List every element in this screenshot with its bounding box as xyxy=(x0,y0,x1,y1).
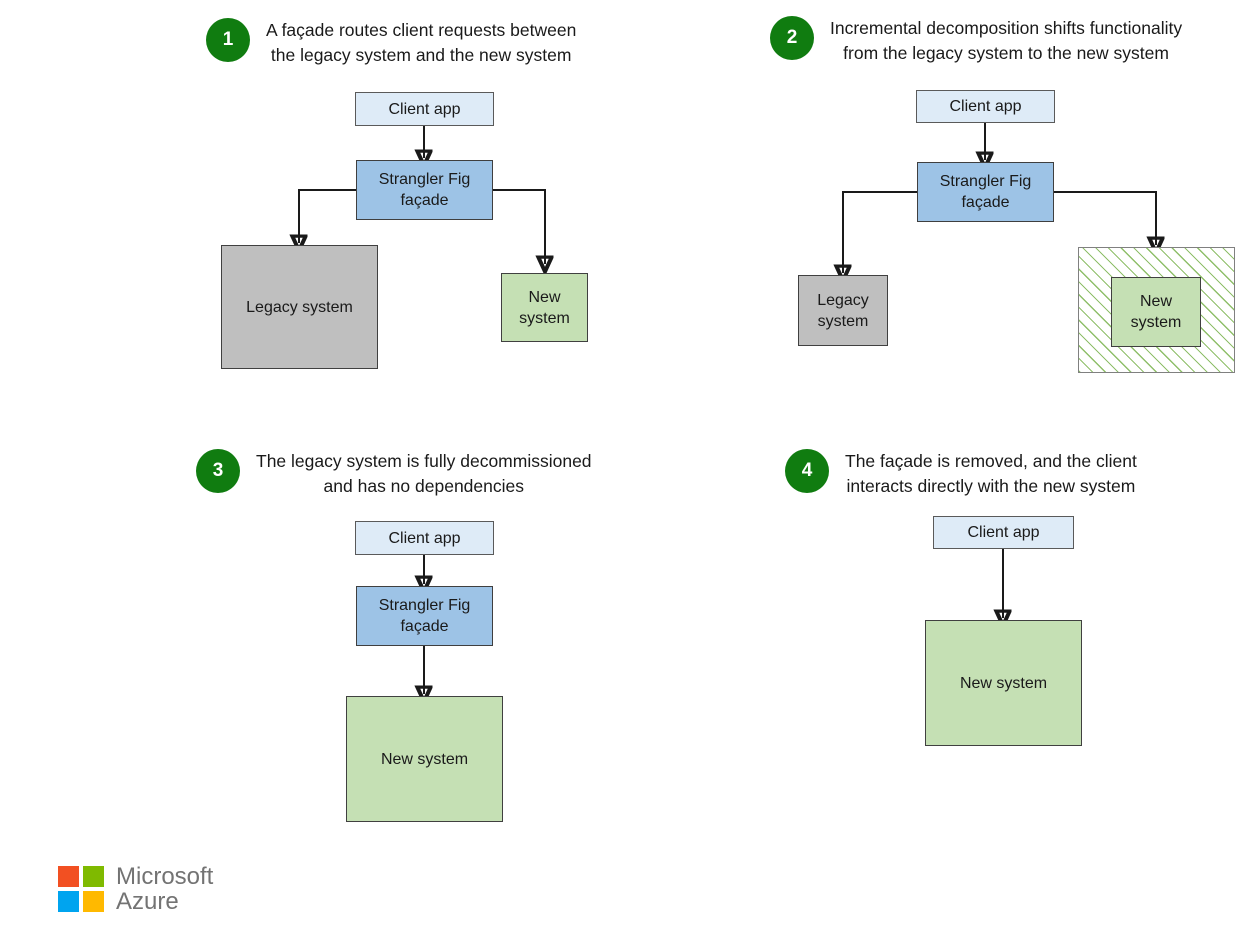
step-caption-3: The legacy system is fully decommissione… xyxy=(256,451,592,496)
node-client-app-3[interactable]: Client app xyxy=(355,521,494,555)
wire-q2-facade-to-legacy xyxy=(843,191,917,273)
logo-square-yellow xyxy=(83,891,104,912)
node-new-system-2[interactable]: New system xyxy=(1111,277,1201,347)
step-badge-1: 1 xyxy=(206,18,250,62)
step-header-1: 1 A façade routes client requests betwee… xyxy=(206,16,576,68)
node-facade-2[interactable]: Strangler Fig façade xyxy=(917,162,1054,222)
node-legacy-system-1[interactable]: Legacy system xyxy=(221,245,378,369)
wire-q2-facade-to-new xyxy=(1054,191,1156,245)
logo-wordmark: Microsoft Azure xyxy=(116,863,214,915)
node-client-app-4[interactable]: Client app xyxy=(933,516,1074,549)
step-badge-3: 3 xyxy=(196,449,240,493)
node-new-system-1[interactable]: New system xyxy=(501,273,588,342)
step-badge-4: 4 xyxy=(785,449,829,493)
microsoft-logo-icon xyxy=(58,866,104,912)
step-badge-2: 2 xyxy=(770,16,814,60)
node-legacy-system-2[interactable]: Legacy system xyxy=(798,275,888,346)
wire-q1-facade-to-legacy xyxy=(299,189,356,243)
node-new-system-4[interactable]: New system xyxy=(925,620,1082,746)
step-header-2: 2 Incremental decomposition shifts funct… xyxy=(770,14,1182,66)
node-new-system-3[interactable]: New system xyxy=(346,696,503,822)
logo-square-blue xyxy=(58,891,79,912)
step-header-3: 3 The legacy system is fully decommissio… xyxy=(196,447,592,499)
logo-square-red xyxy=(58,866,79,887)
step-caption-1: A façade routes client requests between … xyxy=(266,20,577,65)
microsoft-azure-logo: Microsoft Azure xyxy=(58,864,213,914)
step-header-4: 4 The façade is removed, and the client … xyxy=(785,447,1137,499)
step-caption-4: The façade is removed, and the client in… xyxy=(845,451,1137,496)
wire-q1-facade-to-new xyxy=(493,189,545,264)
node-facade-1[interactable]: Strangler Fig façade xyxy=(356,160,493,220)
step-caption-2: Incremental decomposition shifts functio… xyxy=(830,18,1183,63)
node-client-app-2[interactable]: Client app xyxy=(916,90,1055,123)
node-facade-3[interactable]: Strangler Fig façade xyxy=(356,586,493,646)
logo-square-green xyxy=(83,866,104,887)
node-client-app-1[interactable]: Client app xyxy=(355,92,494,126)
